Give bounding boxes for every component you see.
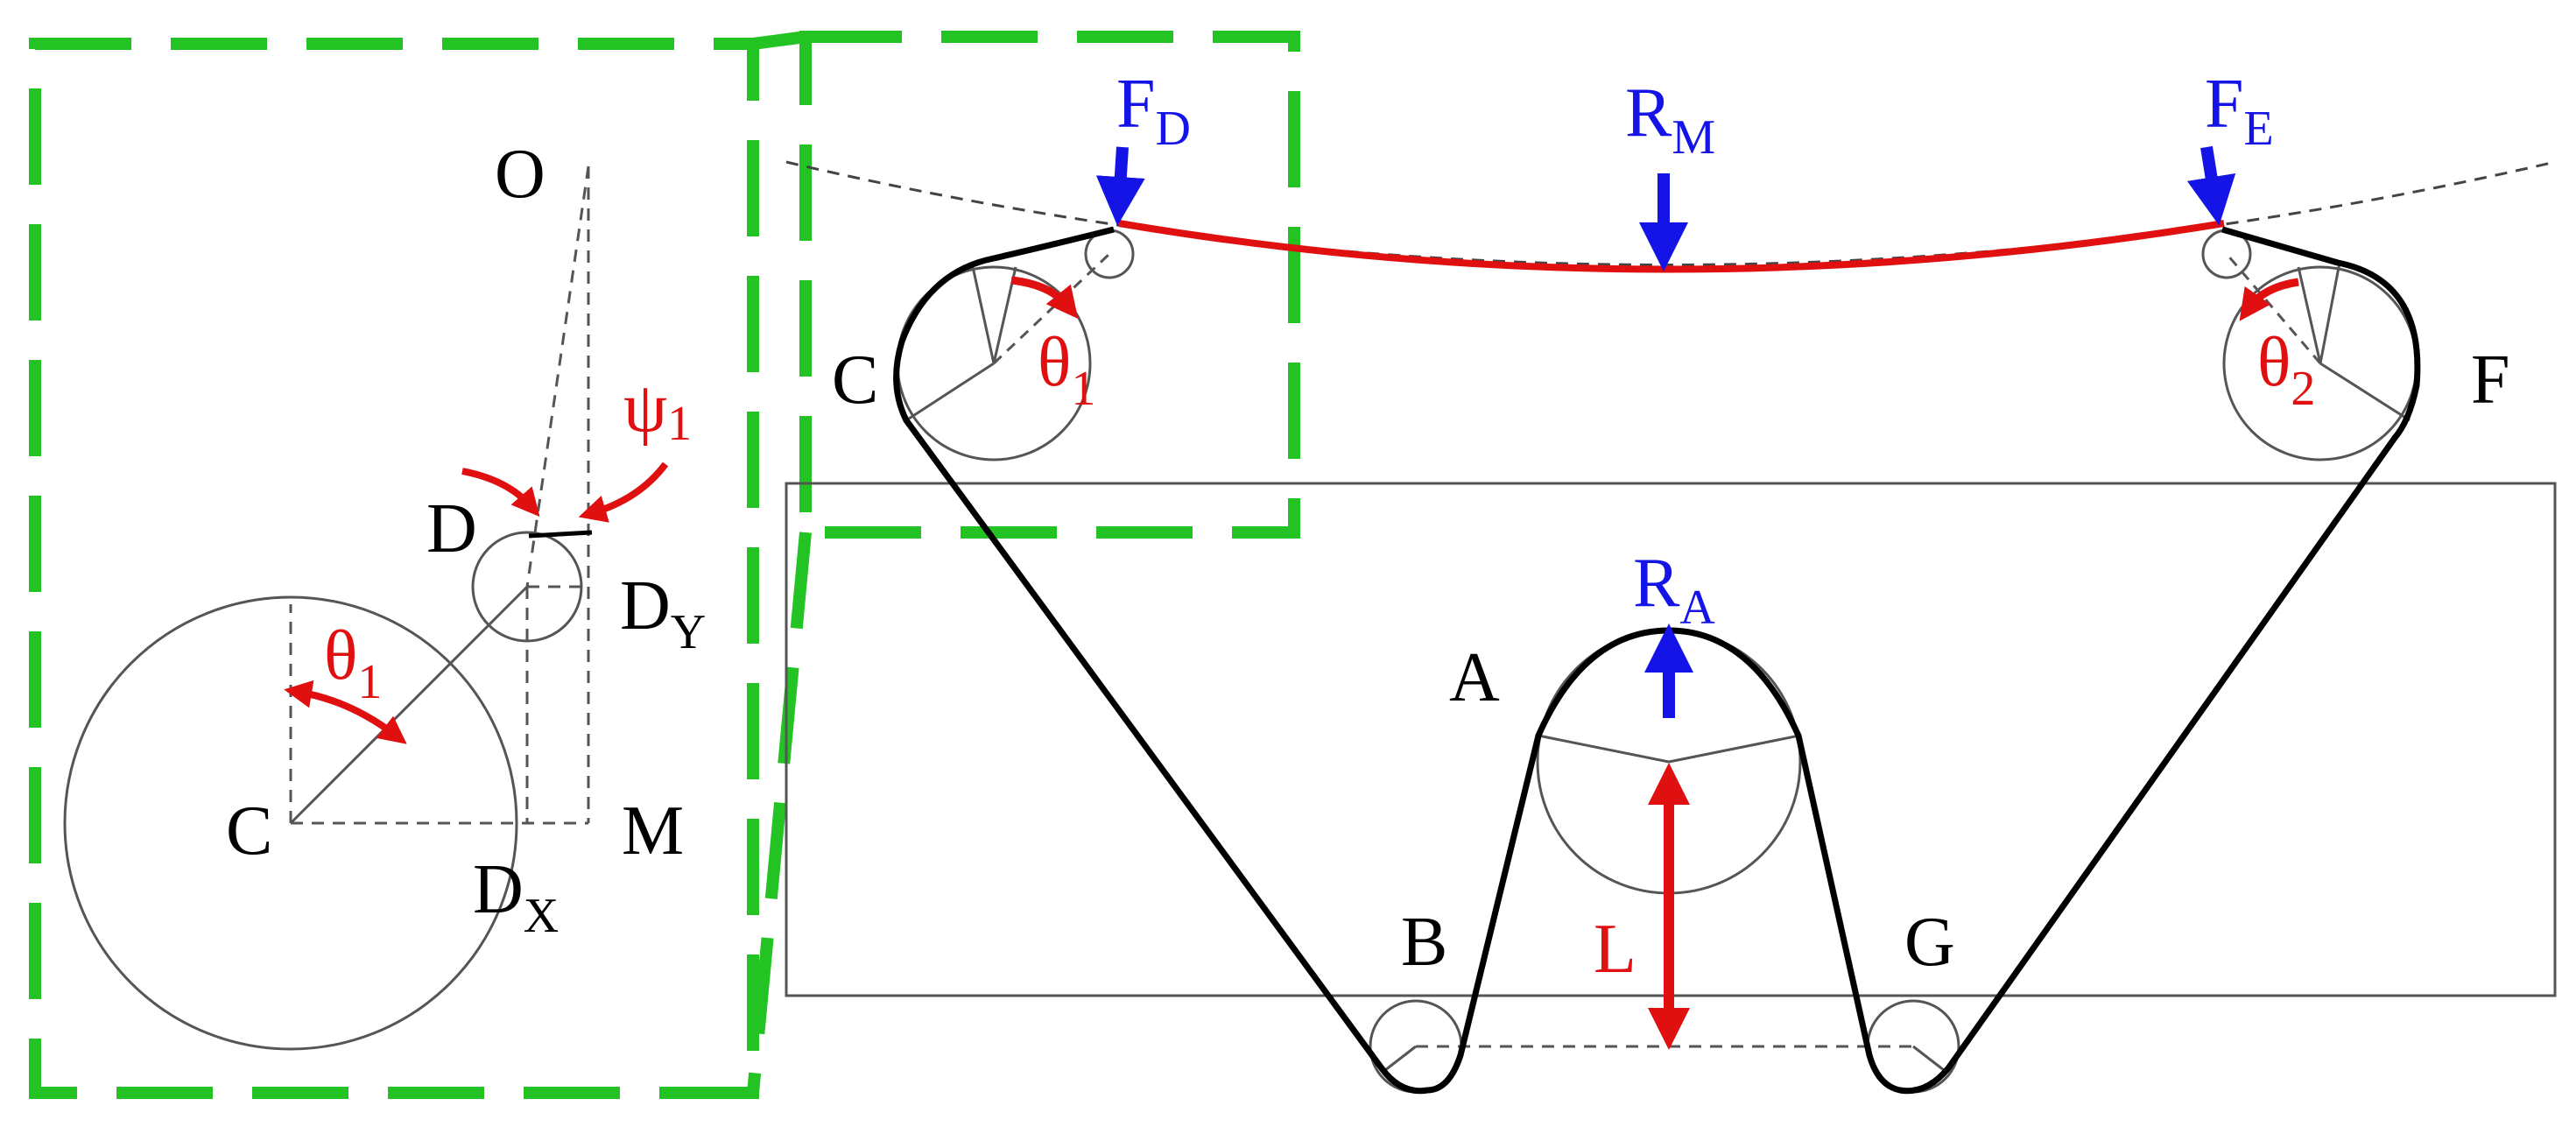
inset-label-M: M <box>622 792 684 870</box>
theta2-arrow <box>2239 278 2299 321</box>
inset-label-D: D <box>426 490 477 567</box>
radius-C-2 <box>970 262 996 364</box>
theta1-arrow <box>1010 276 1079 320</box>
radius-A-left <box>1538 734 1670 764</box>
inset-psi1-arrow-right <box>578 461 669 523</box>
force-arrow-FD <box>1095 146 1145 226</box>
label-theta1: θ1 <box>1038 324 1095 416</box>
radius-F-2 <box>2319 262 2341 364</box>
inset-line-CD <box>289 585 529 825</box>
label-G: G <box>1904 904 1955 981</box>
label-C: C <box>832 342 878 419</box>
radius-C-1 <box>905 362 995 422</box>
inset-psi1-arrow-left <box>461 468 540 518</box>
belt <box>893 226 2421 1095</box>
label-F: F <box>2471 342 2510 419</box>
label-FD: FD <box>1116 66 1191 156</box>
zoom-connector-upper <box>752 31 806 50</box>
inset-label-C: C <box>226 792 272 870</box>
radius-F-3 <box>2297 266 2322 364</box>
radius-G <box>1912 1045 1945 1072</box>
force-arrow-FE <box>2186 145 2236 226</box>
inset-dash-OD <box>525 166 590 588</box>
main-panel: C F A B G L FD RM FE RA θ1 θ2 <box>785 66 2557 1095</box>
inset-label-Dy: DY <box>620 567 706 659</box>
label-FE: FE <box>2205 66 2274 156</box>
label-L: L <box>1594 911 1636 988</box>
inset-label-psi1: ψ1 <box>623 370 692 451</box>
label-B: B <box>1401 904 1447 981</box>
label-RA: RA <box>1633 545 1715 635</box>
zoom-frame <box>799 31 1300 539</box>
inset-panel: O D C M DY DX θ1 ψ1 <box>29 31 1300 1099</box>
inset-theta1-arrow <box>284 680 407 744</box>
dash-F-E <box>2225 253 2322 364</box>
label-RM: RM <box>1625 74 1715 165</box>
zoom-connector-lower <box>747 532 812 1094</box>
radius-F-1 <box>2319 362 2411 422</box>
label-A: A <box>1449 639 1500 716</box>
radius-B <box>1384 1045 1417 1072</box>
inset-label-Dx: DX <box>473 851 559 943</box>
inset-pulley-C <box>63 595 518 1051</box>
radius-A-right <box>1668 734 1800 764</box>
inset-tangent-mark <box>528 530 593 539</box>
inset-label-O: O <box>495 136 545 213</box>
deformed-beam <box>1118 220 2225 273</box>
label-theta2: θ2 <box>2257 324 2315 416</box>
inset-label-theta1: θ1 <box>324 617 382 709</box>
